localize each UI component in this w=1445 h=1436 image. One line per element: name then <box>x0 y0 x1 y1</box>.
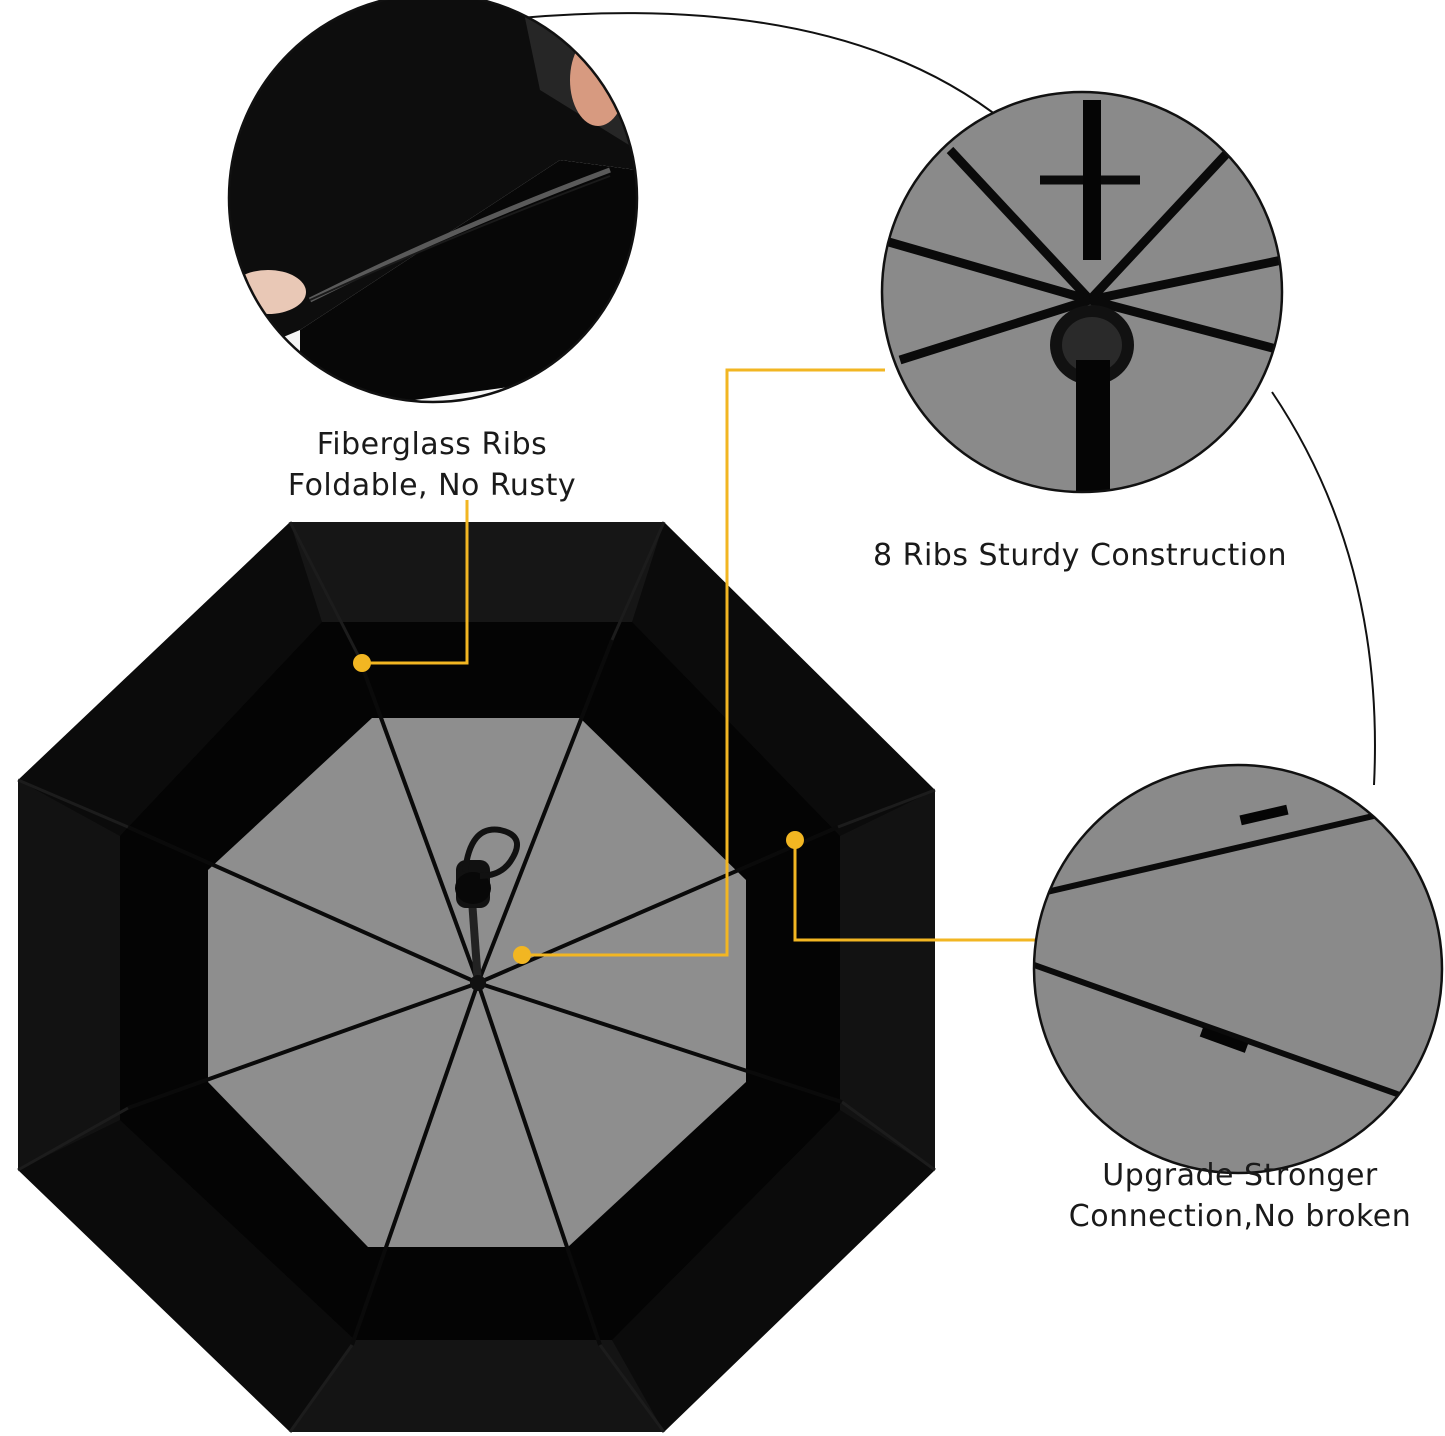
leader-sturdy <box>522 368 885 957</box>
detail-circle-connection <box>1034 765 1442 1173</box>
finger-left <box>230 270 306 314</box>
callout-stronger-connection: Upgrade Stronger Connection,No broken <box>1040 1155 1440 1237</box>
leader-fiberglass <box>362 500 469 665</box>
connector-arc-right <box>1271 391 1376 786</box>
marker-connection <box>786 831 804 849</box>
callout-fiberglass-ribs: Fiberglass Ribs Foldable, No Rusty <box>262 424 602 506</box>
callout-sturdy-line1: 8 Ribs Sturdy Construction <box>873 538 1287 573</box>
leader-lines <box>362 368 1035 957</box>
connector-arc-top <box>519 12 1006 123</box>
callout-connection-line1: Upgrade Stronger <box>1102 1158 1378 1193</box>
umbrella-canopy <box>17 521 936 1433</box>
canopy-ribs <box>127 639 843 1346</box>
detail-circle-fiberglass <box>229 0 637 402</box>
marker-fiberglass <box>353 654 371 672</box>
marker-sturdy <box>513 946 531 964</box>
callout-fiberglass-line1: Fiberglass Ribs <box>316 427 548 462</box>
detail-circle-sturdy <box>882 92 1282 492</box>
callout-sturdy-construction: 8 Ribs Sturdy Construction <box>840 535 1320 576</box>
handle-loop <box>462 826 521 879</box>
callout-fiberglass-line2: Foldable, No Rusty <box>287 468 577 503</box>
leader-connection <box>793 840 1035 942</box>
callout-connection-line2: Connection,No broken <box>1068 1199 1412 1234</box>
